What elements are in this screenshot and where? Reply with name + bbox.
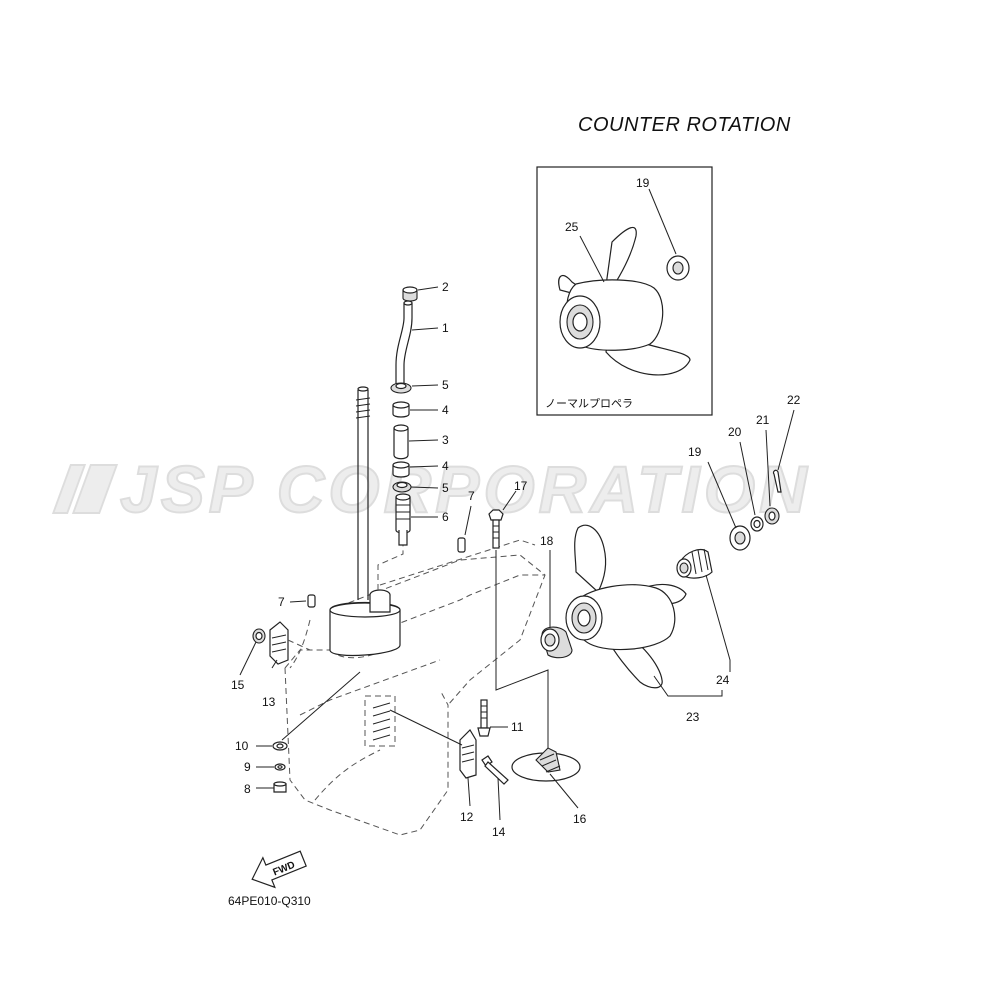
leader-lines — [239, 286, 795, 821]
callout-7-left: 7 — [278, 595, 285, 609]
part-24-spline-washer — [676, 548, 713, 579]
part-7-dowel-pin-left — [307, 594, 316, 608]
callout-8: 8 — [244, 782, 251, 796]
part-4-seal-upper — [392, 401, 410, 418]
part-23-propeller — [565, 524, 687, 689]
watermark-text: JSP CORPORATION — [120, 452, 811, 526]
callout-10: 10 — [235, 739, 249, 753]
callout-23: 23 — [686, 710, 700, 724]
part-7-dowel-pin-upper — [457, 537, 466, 553]
callout-2: 2 — [442, 280, 449, 294]
part-19-thrust-washer — [729, 525, 751, 551]
lower-casing-outline — [284, 554, 546, 836]
callout-4-lower: 4 — [442, 459, 449, 473]
part-2-grommet — [402, 286, 418, 302]
jsp-logo-mark — [51, 464, 119, 514]
inset-thrust-washer-19 — [666, 255, 690, 281]
watermark: JSP CORPORATION — [51, 451, 811, 527]
part-16-anode — [511, 747, 581, 782]
part-21-nut — [764, 507, 780, 525]
diagram-title: COUNTER ROTATION — [578, 114, 791, 136]
callout-13: 13 — [262, 695, 276, 709]
callout-3: 3 — [442, 433, 449, 447]
callout-20: 20 — [728, 425, 742, 439]
callout-18: 18 — [540, 534, 554, 548]
part-15-nut — [252, 628, 266, 644]
callouts: 2 1 5 4 3 4 5 6 7 17 18 7 15 13 10 9 8 1… — [231, 280, 801, 839]
callout-9: 9 — [244, 760, 251, 774]
part-13-clip — [269, 621, 311, 665]
callout-11: 11 — [511, 720, 524, 734]
drive-shaft — [329, 386, 536, 657]
callout-6: 6 — [442, 510, 449, 524]
callout-21: 21 — [756, 413, 770, 427]
callout-19-inset: 19 — [636, 176, 650, 190]
callout-4-upper: 4 — [442, 403, 449, 417]
callout-12: 12 — [460, 810, 474, 824]
part-9-washer — [274, 763, 286, 771]
callout-16: 16 — [573, 812, 587, 826]
callout-14: 14 — [492, 825, 506, 839]
part-6-joint — [395, 493, 411, 546]
part-5-grommet-lower — [392, 481, 412, 493]
part-20-washer — [750, 516, 764, 532]
part-1-water-tube — [395, 300, 413, 386]
callout-19: 19 — [688, 445, 702, 459]
part-11-bolt — [477, 699, 491, 737]
part-5-grommet-upper — [390, 382, 412, 394]
part-17-bolt — [488, 509, 504, 549]
diagram-code: 64PE010-Q310 — [228, 894, 311, 908]
callout-5-lower: 5 — [442, 481, 449, 495]
callout-15: 15 — [231, 678, 245, 692]
part-10-washer — [272, 741, 288, 751]
callout-1: 1 — [442, 321, 449, 335]
part-4-seal-lower — [392, 461, 410, 478]
fwd-arrow: FWD — [251, 850, 307, 889]
callout-17: 17 — [514, 479, 528, 493]
inset-propeller-25 — [558, 226, 691, 376]
inset-normal-propeller: 19 25 ノーマルプロペラ — [536, 166, 713, 416]
part-8-bolt — [273, 781, 287, 793]
part-3-pipe — [393, 424, 409, 460]
part-18-spacer — [540, 626, 573, 659]
callout-22: 22 — [787, 393, 801, 407]
part-12-anode-clip — [389, 709, 477, 779]
callout-24: 24 — [716, 673, 730, 687]
callout-7-upper: 7 — [468, 489, 475, 503]
callout-5-upper: 5 — [442, 378, 449, 392]
callout-25: 25 — [565, 220, 579, 234]
part-22-cotter-pin — [772, 469, 782, 493]
part-14-bolt — [481, 755, 509, 785]
inset-caption: ノーマルプロペラ — [545, 397, 633, 410]
